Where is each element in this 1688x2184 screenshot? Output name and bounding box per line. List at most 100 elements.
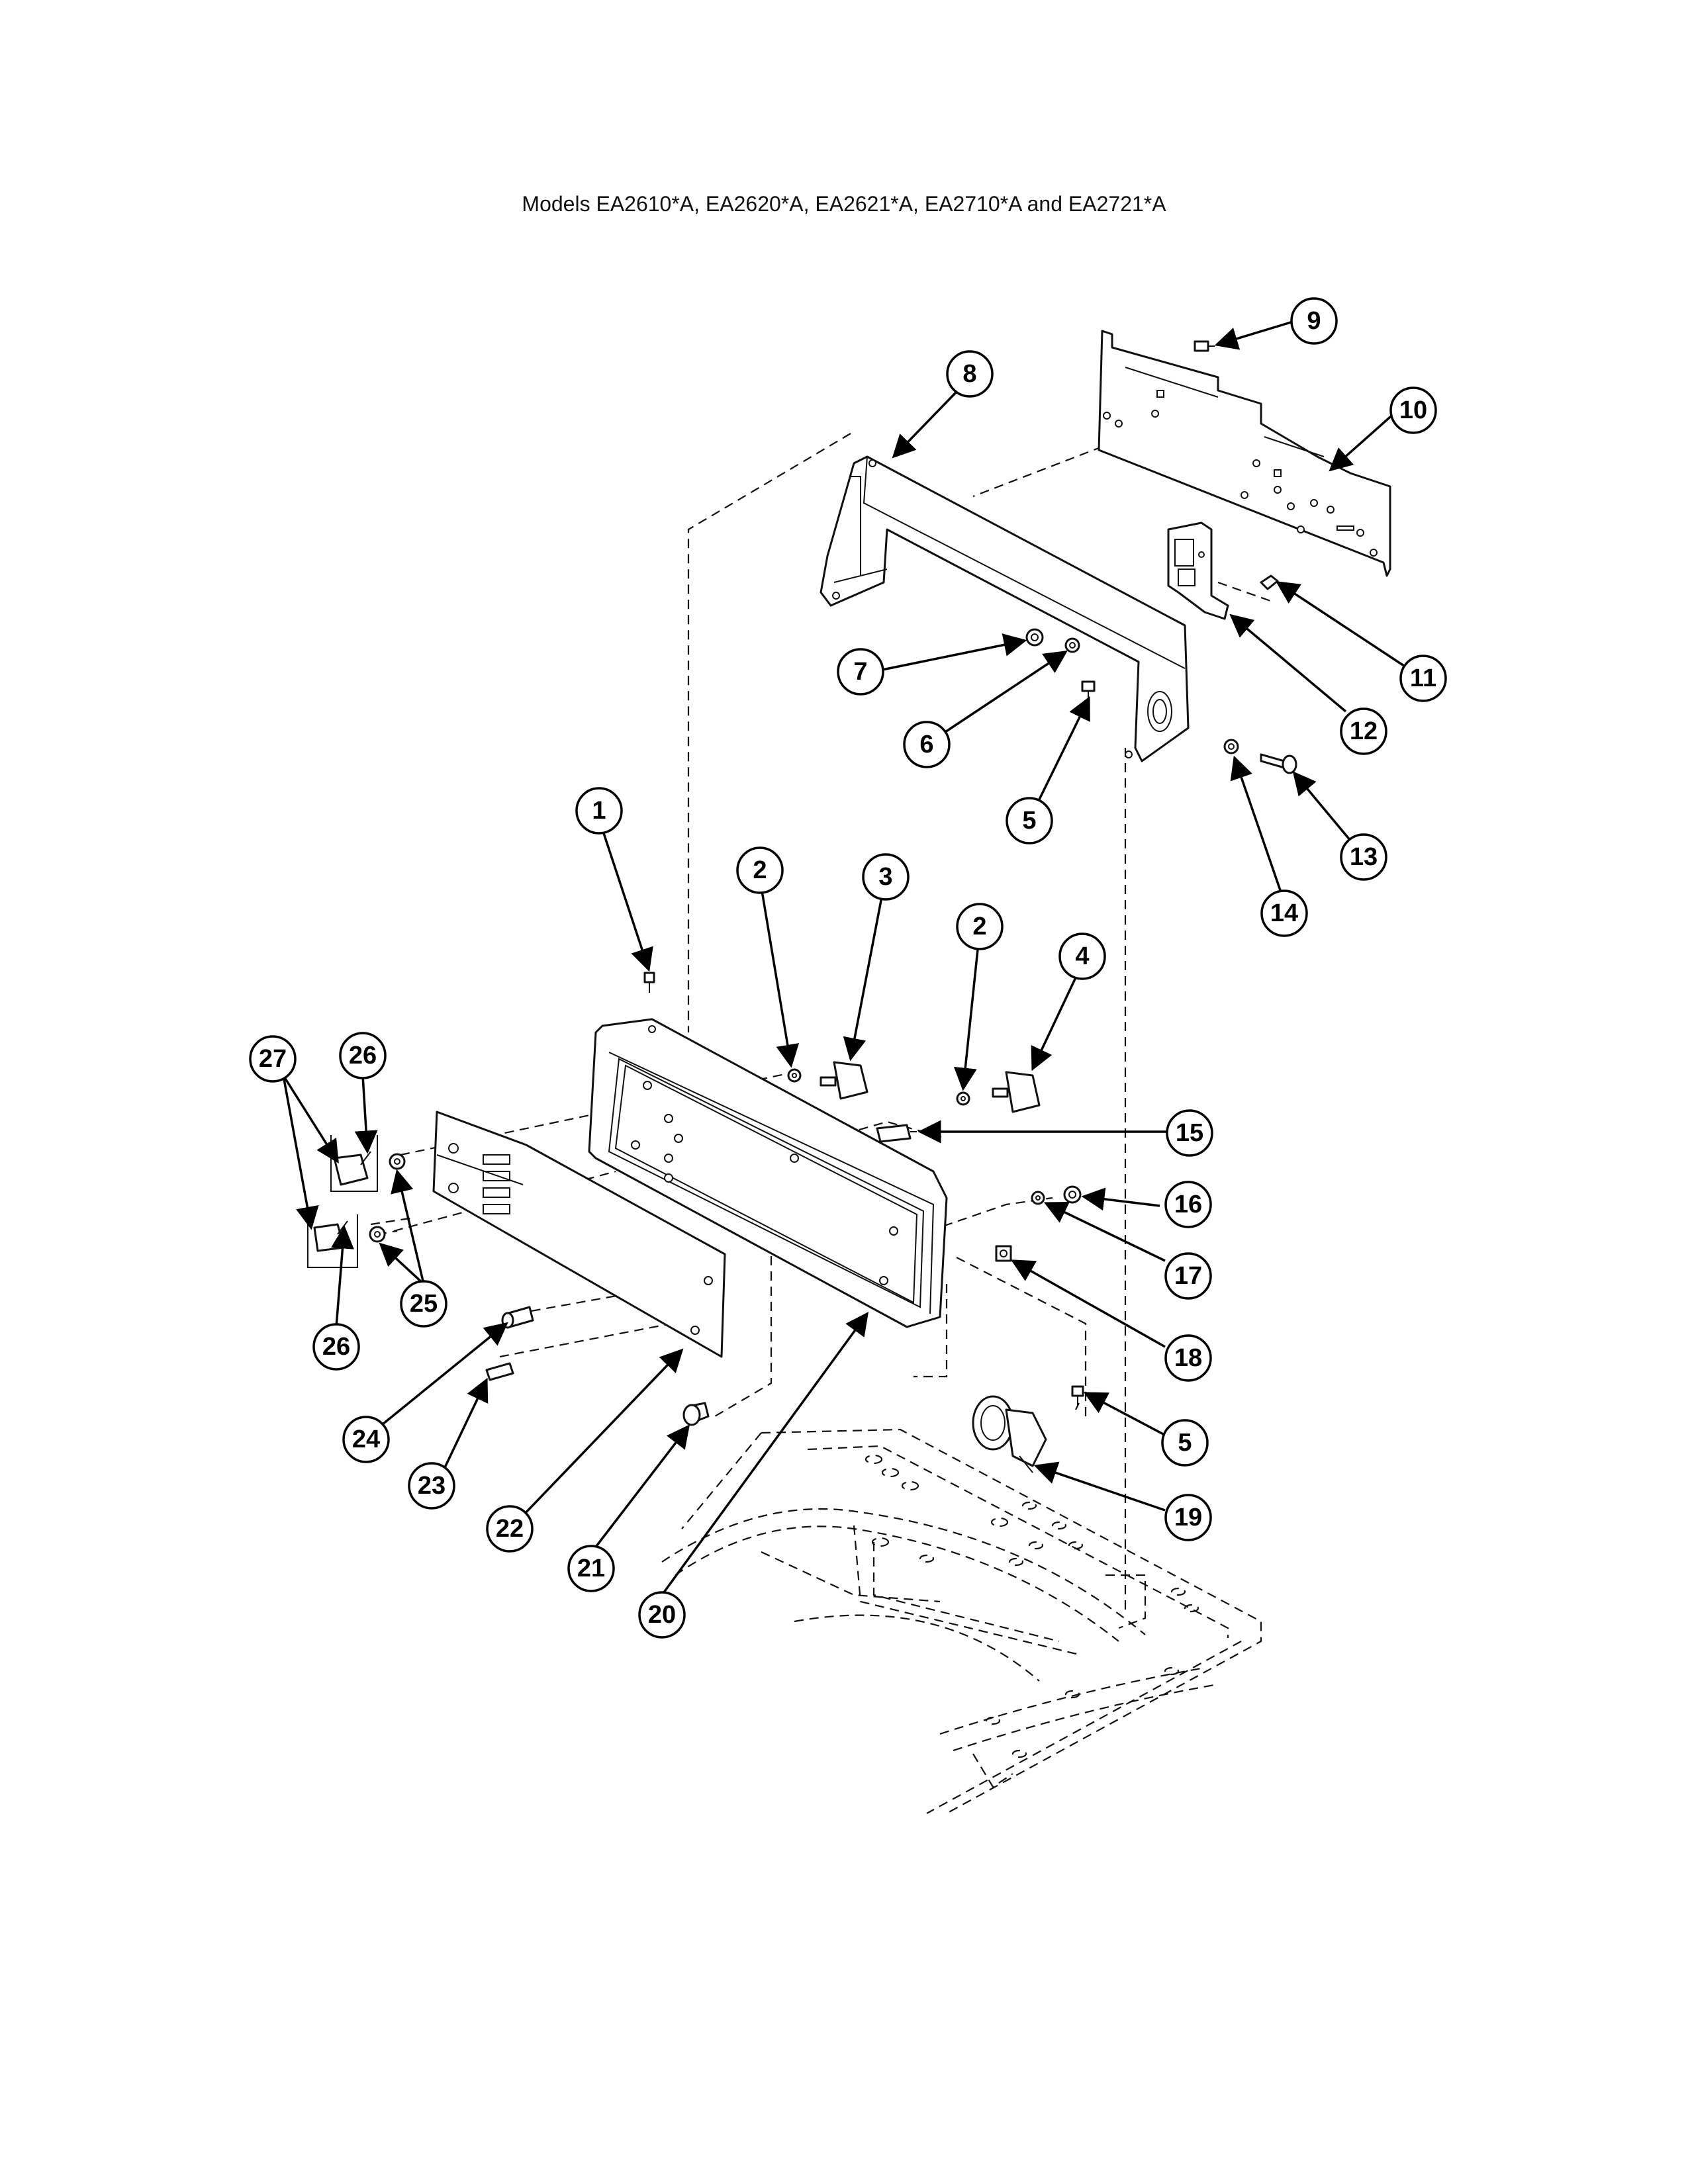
svg-text:9: 9 <box>1307 307 1321 335</box>
callout-5a: 5 <box>1006 797 1053 844</box>
button-23 <box>485 1362 514 1381</box>
callout-5b: 5 <box>1161 1419 1209 1467</box>
button-24 <box>501 1306 534 1329</box>
svg-text:19: 19 <box>1174 1504 1202 1531</box>
svg-text:5: 5 <box>1022 807 1036 835</box>
page-title: Models EA2610*A, EA2620*A, EA2621*A, EA2… <box>522 192 1166 216</box>
graphic-overlay-panel <box>432 1111 726 1358</box>
svg-text:20: 20 <box>648 1601 676 1629</box>
callout-25: 25 <box>400 1280 447 1328</box>
screw-5-upper <box>1081 680 1096 705</box>
plate-holes <box>1103 390 1378 557</box>
callout-16: 16 <box>1164 1181 1212 1228</box>
bolt-13 <box>1260 753 1297 774</box>
svg-text:2: 2 <box>972 913 986 940</box>
fastener-11 <box>1260 574 1279 590</box>
svg-text:13: 13 <box>1350 843 1378 871</box>
callout-17: 17 <box>1164 1252 1212 1300</box>
switch-box-upper <box>330 1135 378 1192</box>
svg-text:22: 22 <box>496 1515 524 1543</box>
mounting-plate <box>1098 330 1391 577</box>
svg-text:7: 7 <box>853 658 867 686</box>
switch-box-lower <box>307 1214 358 1268</box>
svg-text:11: 11 <box>1410 664 1436 692</box>
svg-text:26: 26 <box>322 1333 350 1361</box>
screw-1 <box>643 972 655 993</box>
callout-9: 9 <box>1290 297 1338 345</box>
svg-text:3: 3 <box>878 863 892 891</box>
svg-text:2: 2 <box>753 856 767 884</box>
svg-text:26: 26 <box>349 1042 377 1069</box>
callout-14: 14 <box>1260 889 1308 937</box>
washer-2b <box>956 1091 970 1106</box>
nut-7 <box>1025 628 1044 647</box>
switch-3 <box>820 1061 868 1100</box>
control-panel-frame <box>588 1018 948 1328</box>
callout-8: 8 <box>946 350 994 398</box>
switch-4 <box>992 1071 1041 1113</box>
callout-24: 24 <box>342 1416 390 1463</box>
callout-6: 6 <box>903 721 951 768</box>
nut-16 <box>1063 1185 1082 1204</box>
svg-text:4: 4 <box>1075 942 1089 970</box>
frame-holes <box>631 1081 898 1285</box>
washer-25-upper <box>389 1153 406 1170</box>
star-washer-6 <box>1064 637 1080 653</box>
svg-text:23: 23 <box>418 1472 445 1500</box>
callout-19: 19 <box>1164 1494 1212 1541</box>
callout-7: 7 <box>837 648 884 696</box>
pressure-switch-19 <box>972 1395 1047 1473</box>
svg-text:24: 24 <box>352 1426 380 1453</box>
callout-21: 21 <box>567 1545 615 1592</box>
svg-text:17: 17 <box>1174 1262 1202 1290</box>
callout-22: 22 <box>486 1505 534 1553</box>
leader-lines <box>282 321 1409 1596</box>
callout-12: 12 <box>1340 707 1387 755</box>
callout-13: 13 <box>1340 833 1387 881</box>
control-board <box>1167 522 1229 620</box>
callout-3: 3 <box>862 853 910 901</box>
svg-text:14: 14 <box>1270 899 1298 927</box>
clip-18 <box>995 1245 1012 1262</box>
callout-20: 20 <box>638 1591 686 1639</box>
svg-text:5: 5 <box>1178 1429 1192 1457</box>
lamp-15 <box>876 1124 917 1143</box>
callout-1: 1 <box>575 787 623 835</box>
svg-text:16: 16 <box>1174 1191 1202 1218</box>
callout-4: 4 <box>1058 933 1106 980</box>
cabinet-holes <box>865 1454 1199 1758</box>
callout-18: 18 <box>1164 1334 1212 1382</box>
callout-26b: 26 <box>312 1323 360 1371</box>
callout-15: 15 <box>1166 1109 1213 1157</box>
fastener-9 <box>1194 340 1215 352</box>
svg-text:27: 27 <box>259 1045 287 1073</box>
callouts: 1 2 2 3 4 5 5 6 7 8 9 10 11 12 13 14 15 … <box>249 297 1447 1639</box>
control-bracket <box>820 455 1190 762</box>
callout-26a: 26 <box>339 1032 387 1079</box>
callout-27: 27 <box>249 1035 297 1083</box>
knob-21 <box>682 1402 710 1426</box>
assembly-lines <box>370 429 1275 1615</box>
svg-text:8: 8 <box>962 360 976 388</box>
washer-17 <box>1031 1191 1045 1205</box>
callout-2b: 2 <box>956 903 1004 950</box>
svg-text:12: 12 <box>1350 717 1378 745</box>
svg-text:15: 15 <box>1176 1119 1203 1147</box>
callout-2a: 2 <box>736 846 784 894</box>
svg-text:25: 25 <box>410 1290 438 1318</box>
overlay-buttons <box>448 1143 713 1335</box>
callout-23: 23 <box>408 1462 455 1510</box>
washer-25-lower <box>369 1226 386 1243</box>
callout-10: 10 <box>1389 387 1437 434</box>
svg-text:21: 21 <box>577 1555 605 1582</box>
screw-5-lower <box>1071 1385 1084 1406</box>
svg-text:10: 10 <box>1399 396 1427 424</box>
callout-11: 11 <box>1399 655 1447 702</box>
svg-text:1: 1 <box>592 797 606 825</box>
star-washer-14 <box>1223 739 1239 754</box>
svg-text:6: 6 <box>919 731 933 758</box>
svg-text:18: 18 <box>1174 1344 1202 1372</box>
cabinet-top-phantom <box>661 1428 1262 1814</box>
washer-2a <box>787 1068 802 1083</box>
